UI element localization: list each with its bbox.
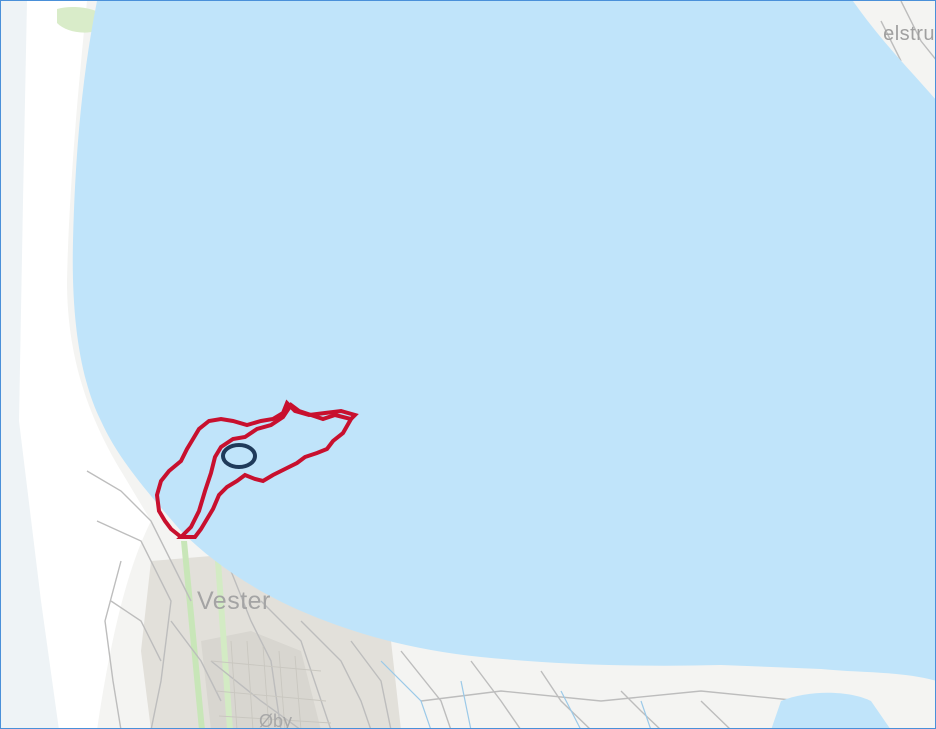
waterways (380, 660, 651, 728)
street-grid (210, 640, 332, 728)
place-label-top-right: elstru (883, 23, 935, 45)
water-inlet (771, 692, 890, 728)
green-strip (215, 561, 233, 728)
place-label-town: Vester (197, 587, 271, 615)
site-boundary-outer[interactable] (154, 399, 359, 539)
green-strip (181, 541, 205, 728)
point-marker-ellipse[interactable] (221, 443, 257, 469)
sea-edge (1, 1, 59, 728)
place-label-bottom: Øby (259, 711, 293, 729)
green-patch (57, 7, 103, 33)
beach-strip (1, 1, 151, 728)
site-boundary-inner[interactable] (176, 402, 355, 539)
water-area (72, 1, 935, 681)
